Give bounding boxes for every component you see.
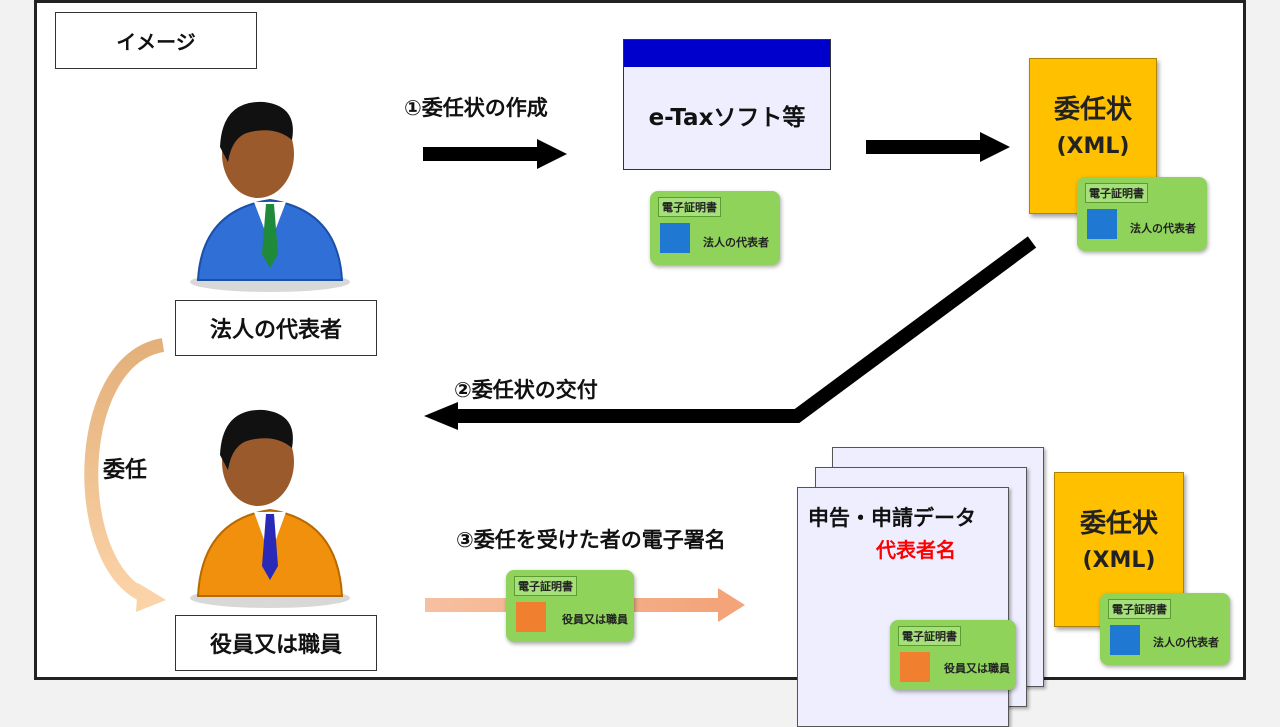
representative-person	[180, 92, 360, 292]
certificate-name: 役員又は職員	[944, 662, 1010, 675]
certificate-representative-3: 電子証明書 法人の代表者	[1100, 593, 1230, 665]
certificate-representative-2: 電子証明書 法人の代表者	[1077, 177, 1207, 251]
certificate-photo-square	[900, 652, 930, 682]
staff-person	[180, 398, 360, 608]
certificate-name: 法人の代表者	[703, 236, 769, 249]
application-title: 申告・申請データ	[808, 506, 976, 530]
arrow-software-to-xml	[866, 132, 1010, 162]
certificate-photo-square	[516, 602, 546, 632]
step1-label: ①委任状の作成	[404, 96, 548, 120]
representative-figure	[190, 101, 350, 292]
software-title-bar	[624, 40, 830, 67]
staff-label: 役員又は職員	[175, 615, 377, 671]
certificate-staff-2: 電子証明書 役員又は職員	[890, 620, 1016, 690]
staff-label-text: 役員又は職員	[209, 633, 342, 658]
certificate-title: 電子証明書	[1085, 183, 1148, 203]
staff-figure	[190, 409, 350, 608]
certificate-title: 電子証明書	[1108, 599, 1171, 619]
certificate-name: 法人の代表者	[1153, 636, 1219, 649]
xml-title-top: 委任状	[1053, 95, 1132, 125]
certificate-photo-square	[1087, 209, 1117, 239]
certificate-photo-square	[1110, 625, 1140, 655]
step3-label: ③委任を受けた者の電子署名	[456, 528, 726, 552]
certificate-title: 電子証明書	[514, 576, 577, 596]
representative-label: 法人の代表者	[175, 300, 377, 356]
certificate-title: 電子証明書	[658, 197, 721, 217]
certificate-name: 法人の代表者	[1130, 222, 1196, 235]
application-page-front: 申告・申請データ 代表者名	[797, 487, 1009, 727]
certificate-title: 電子証明書	[898, 626, 961, 646]
step2-label: ②委任状の交付	[454, 378, 598, 402]
software-label: e-Taxソフト等	[648, 105, 806, 131]
arrow-delegation	[84, 338, 166, 612]
connector-layer	[84, 132, 1037, 622]
application-signer: 代表者名	[876, 538, 956, 562]
certificate-staff-1: 電子証明書 役員又は職員	[506, 570, 634, 642]
xml-subtitle-top: (XML)	[1056, 134, 1130, 159]
representative-label-text: 法人の代表者	[209, 318, 342, 343]
diagram-title-text: イメージ	[116, 30, 196, 54]
certificate-name: 役員又は職員	[562, 613, 628, 626]
certificate-photo-square	[660, 223, 690, 253]
certificate-representative-1: 電子証明書 法人の代表者	[650, 191, 780, 265]
arrow-step2	[424, 236, 1037, 430]
xml-subtitle-bottom: (XML)	[1082, 548, 1156, 573]
delegation-label: 委任	[103, 458, 148, 483]
arrow-step1	[423, 139, 567, 169]
etax-software-window: e-Taxソフト等	[623, 39, 831, 170]
diagram-title: イメージ	[55, 12, 257, 69]
xml-title-bottom: 委任状	[1079, 509, 1158, 539]
